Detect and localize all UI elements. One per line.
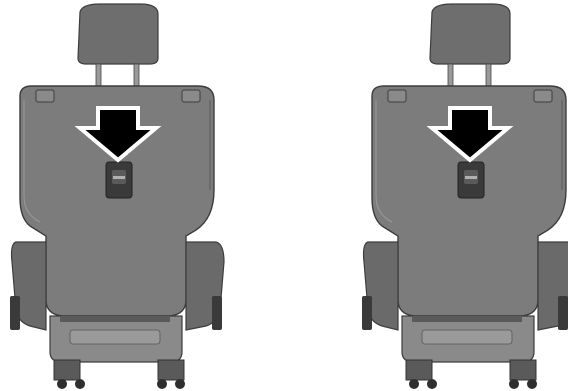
release-handle [458, 162, 484, 198]
headrest [430, 4, 510, 86]
rear-seat-right [362, 0, 568, 391]
floor-latches [54, 360, 185, 389]
rear-seat-left [10, 0, 250, 391]
release-handle [106, 162, 132, 198]
headrest [78, 4, 158, 86]
floor-latches [406, 360, 537, 389]
